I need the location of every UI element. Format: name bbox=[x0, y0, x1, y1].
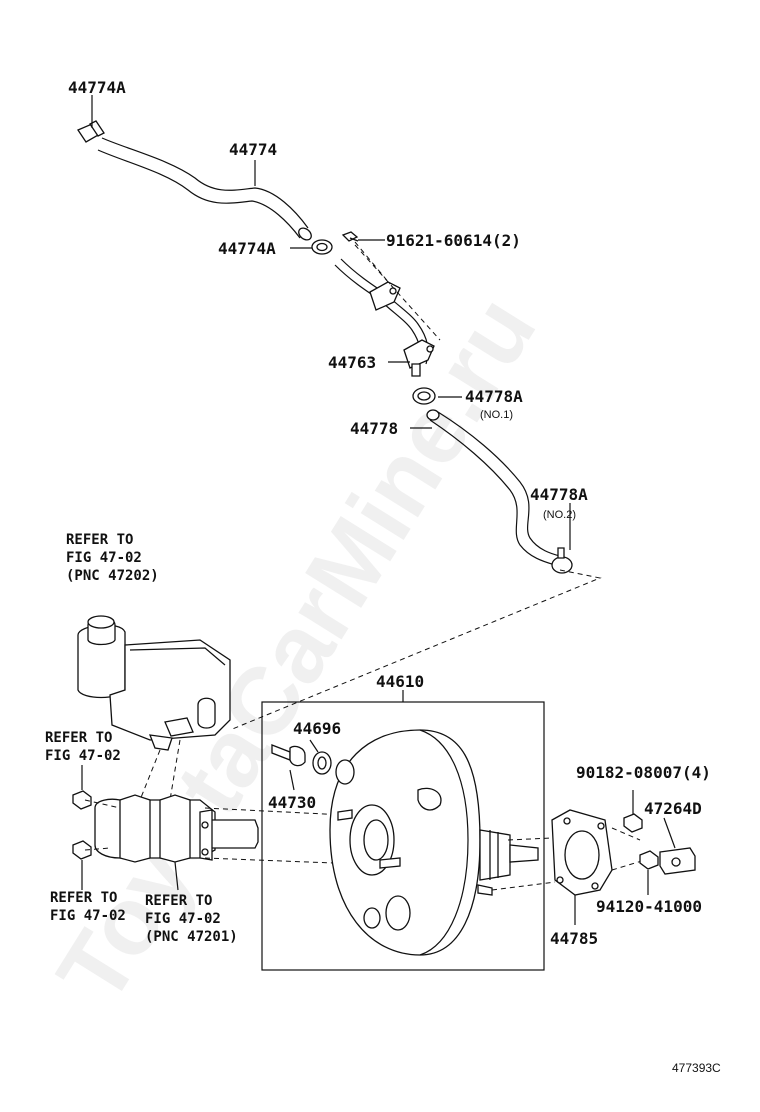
label-44774A-mid: 44774A bbox=[218, 239, 276, 258]
label-44778: 44778 bbox=[350, 419, 398, 438]
brake-fluid-reservoir[interactable] bbox=[77, 615, 231, 751]
hose-44778[interactable] bbox=[426, 409, 561, 566]
hose-44774[interactable] bbox=[97, 137, 314, 242]
diagram-id: 477393C bbox=[672, 1061, 721, 1075]
label-44778A-no1: 44778A bbox=[465, 387, 523, 406]
pipe-44763[interactable] bbox=[334, 258, 435, 377]
hose-clip-no2[interactable] bbox=[551, 547, 573, 574]
hose-clip-mid[interactable] bbox=[311, 239, 333, 255]
label-47264D: 47264D bbox=[644, 799, 702, 818]
ref-bottom-mid-line3: (PNC 47201) bbox=[145, 929, 238, 945]
label-44763: 44763 bbox=[328, 353, 376, 372]
check-valve-44730[interactable] bbox=[271, 744, 306, 767]
label-91621: 91621-60614(2) bbox=[386, 231, 521, 250]
label-44774: 44774 bbox=[229, 140, 277, 159]
label-44610: 44610 bbox=[376, 672, 424, 691]
label-44785: 44785 bbox=[550, 929, 598, 948]
ref-bottom-left-line1: REFER TO bbox=[50, 890, 117, 906]
label-44774A-top: 44774A bbox=[68, 78, 126, 97]
ref-bottom-mid-line1: REFER TO bbox=[145, 893, 212, 909]
gasket-44785[interactable] bbox=[551, 809, 613, 896]
bolt-91621[interactable] bbox=[341, 231, 359, 242]
label-90182: 90182-08007(4) bbox=[576, 763, 711, 782]
ref-bottom-mid-line2: FIG 47-02 bbox=[145, 911, 221, 927]
master-cylinder[interactable] bbox=[94, 794, 259, 863]
ref-left-line2: FIG 47-02 bbox=[45, 748, 121, 764]
grommet-44696[interactable] bbox=[312, 751, 332, 775]
label-44778A-no2: 44778A bbox=[530, 485, 588, 504]
hose-clip-top[interactable] bbox=[77, 120, 105, 143]
ref-top-line1: REFER TO bbox=[66, 532, 133, 548]
nut-90182[interactable] bbox=[623, 813, 643, 833]
clevis-47264D[interactable] bbox=[639, 847, 696, 875]
ref-bottom-left-line2: FIG 47-02 bbox=[50, 908, 126, 924]
union-nut-lower[interactable] bbox=[72, 840, 92, 860]
union-nut-upper[interactable] bbox=[72, 790, 92, 810]
label-no2: (NO.2) bbox=[543, 509, 576, 521]
ref-top-line2: FIG 47-02 bbox=[66, 550, 142, 566]
label-44696: 44696 bbox=[293, 719, 341, 738]
ref-left-line1: REFER TO bbox=[45, 730, 112, 746]
label-44730: 44730 bbox=[268, 793, 316, 812]
label-94120: 94120-41000 bbox=[596, 897, 702, 916]
ref-top-line3: (PNC 47202) bbox=[66, 568, 159, 584]
brake-booster[interactable] bbox=[329, 729, 539, 956]
label-no1: (NO.1) bbox=[480, 409, 513, 421]
hose-clip-no1[interactable] bbox=[412, 387, 436, 405]
